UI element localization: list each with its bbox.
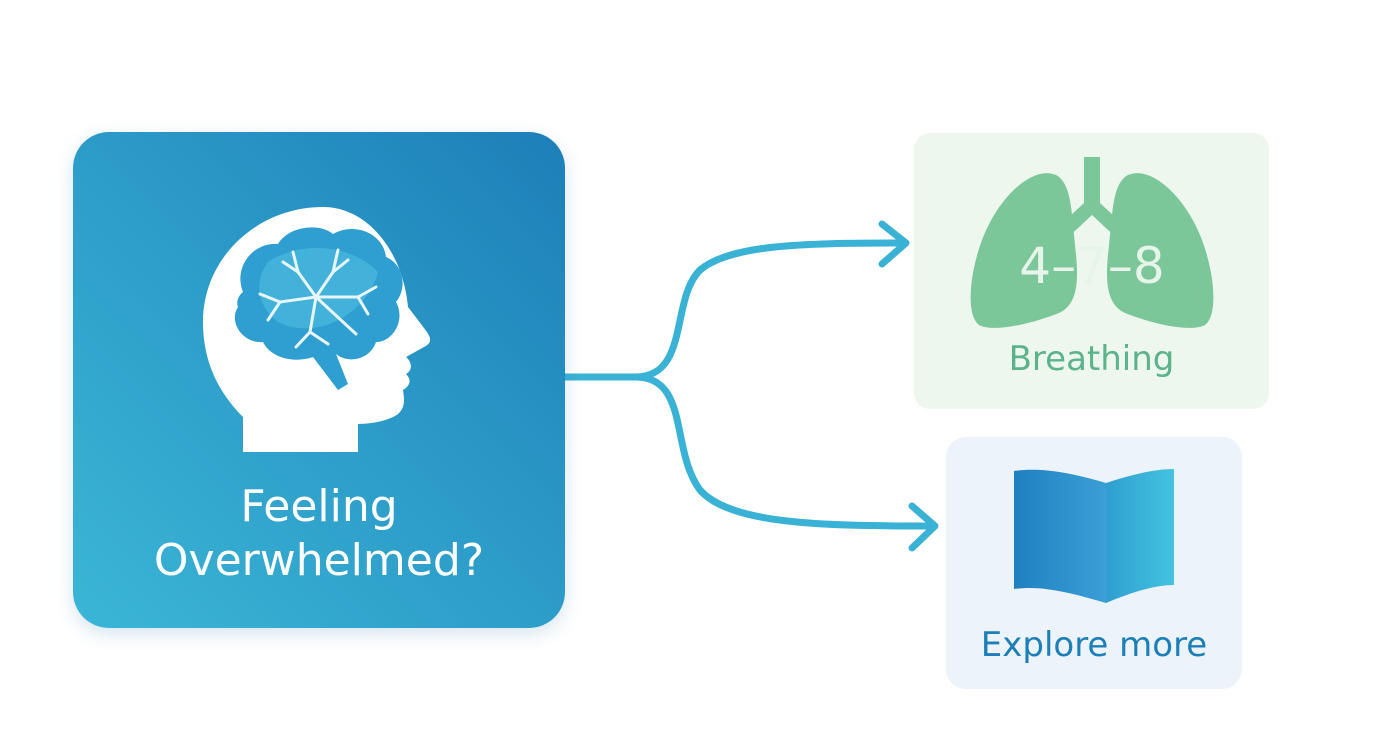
connector-lower-branch — [631, 373, 934, 530]
map-right-panel — [1106, 469, 1174, 603]
brain-highlight — [259, 248, 378, 329]
connector-upper-branch — [631, 239, 904, 381]
breathing-card[interactable]: 4–7–8 Breathing — [914, 133, 1269, 409]
neuron-branches — [258, 248, 378, 349]
left-lung — [970, 173, 1078, 328]
title-line-1: Feeling — [240, 481, 398, 532]
right-lung — [1106, 173, 1214, 328]
feeling-overwhelmed-card[interactable]: Feeling Overwhelmed? — [73, 132, 565, 628]
explore-more-card[interactable]: Explore more — [946, 437, 1242, 689]
arrowhead-upper — [878, 220, 910, 268]
lungs-icon: 4–7–8 — [970, 157, 1214, 328]
title-line-2: Overwhelmed? — [153, 535, 485, 586]
head-brain-icon — [203, 207, 431, 452]
arrowhead-lower — [908, 502, 939, 552]
breathing-label: Breathing — [1008, 339, 1175, 379]
map-icon — [1014, 469, 1174, 603]
breathing-pattern-text: 4–7–8 — [1019, 237, 1164, 295]
explore-more-label: Explore more — [980, 625, 1208, 665]
map-left-panel — [1014, 469, 1106, 603]
